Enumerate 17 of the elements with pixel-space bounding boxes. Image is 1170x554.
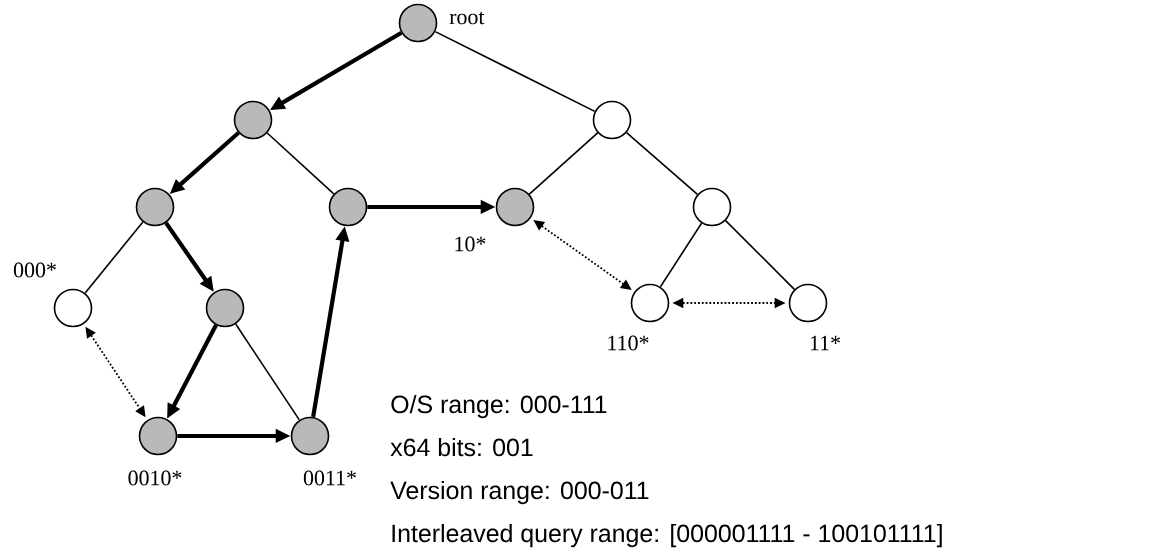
node-label: 11* [810,335,840,351]
node-label: 110* [608,335,649,351]
tree-node [233,100,273,140]
node-label: root [449,11,485,25]
node-label: 0011* [303,470,356,486]
node-label: 0010* [128,470,182,486]
note-text: Interleaved query range: [000001111 - 100101111] [392,523,942,548]
tree-node [328,187,368,227]
tree-node [135,187,175,227]
node-label: 000* [13,262,56,278]
node-label: 10* [455,236,486,252]
note-text: x64 bits: 001 [390,437,533,457]
tree-node [692,187,732,227]
note-text: O/S range: 000-111 [391,394,607,419]
tree-node [592,100,632,140]
tree-node [205,288,245,328]
note-text: Version range: 000-011 [390,480,649,505]
